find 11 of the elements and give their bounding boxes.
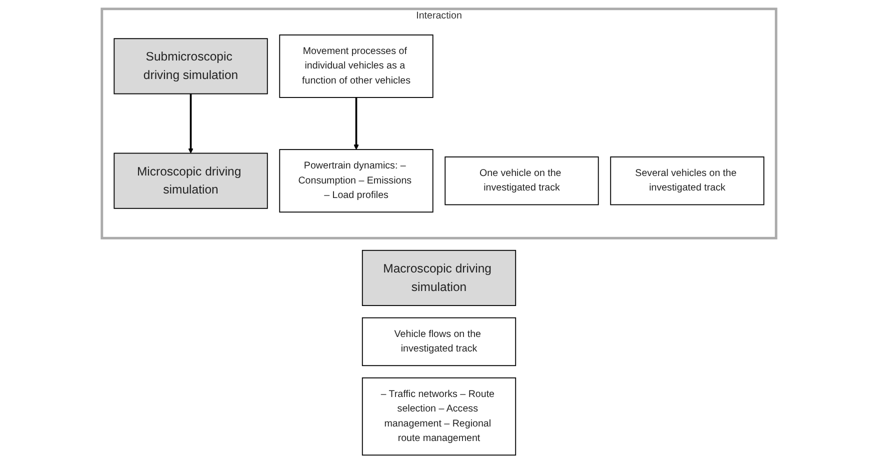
arrow: [354, 97, 359, 150]
node-box: Powertrain dynamics: – Consumption – Emissions – Load profiles: [279, 149, 434, 213]
node-box: Macroscopic driving simulation: [362, 250, 516, 306]
node-box: Movement processes of individual vehicles as a function of other vehicles: [279, 34, 434, 98]
node-box: Submicroscopic driving simulation: [114, 38, 268, 94]
node-box: Several vehicles on the investigated track: [610, 156, 764, 206]
node-box: One vehicle on the investigated track: [444, 156, 599, 206]
arrow: [188, 94, 194, 154]
node-box: – Traffic networks – Route selection – Access management – Regional route management: [362, 377, 516, 456]
node-box: Vehicle flows on the investigated track: [362, 317, 516, 366]
node-box: Microscopic driving simulation: [114, 152, 268, 209]
